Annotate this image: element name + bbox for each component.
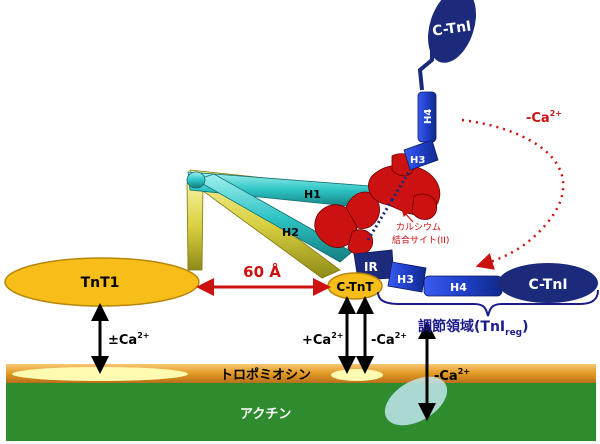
label-distance: 60 Å	[243, 262, 281, 281]
label-h2: H2	[282, 226, 299, 239]
label-regulatory-domain: 調節領域(TnIreg)	[418, 318, 529, 338]
label-minus-ca-center: -Ca2+	[371, 331, 407, 348]
label-tropomyosin: トロポミオシン	[220, 367, 311, 383]
red-protein-domain	[314, 153, 441, 255]
helix-joint	[186, 171, 206, 189]
tropomyosin-highlight-center	[331, 369, 383, 381]
actin-band	[6, 383, 596, 441]
label-h4-low: H4	[450, 281, 467, 294]
label-calcium-site-1: カルシウム	[396, 222, 441, 233]
calcium-site-pointer	[401, 209, 414, 223]
label-plus-ca: +Ca2+	[302, 331, 344, 348]
label-pm-ca: ±Ca2+	[108, 331, 150, 348]
label-ir: IR	[364, 260, 378, 274]
upper-c-tni-domain	[428, 0, 476, 63]
dotted-link-2	[390, 169, 412, 201]
label-h1: H1	[304, 188, 321, 201]
label-h4-top: H4	[423, 109, 434, 124]
label-tnt1: TnT1	[81, 275, 120, 291]
label-c-tnt: C-TnT	[336, 280, 374, 294]
label-minus-ca-top: -Ca2+	[526, 109, 562, 126]
label-calcium-site-2: 結合サイト(II)	[392, 234, 449, 246]
tropomyosin-highlight-left	[12, 367, 188, 381]
ca-release-arc	[461, 118, 565, 270]
lower-c-tni-domain	[498, 263, 598, 303]
lower-h3-helix	[387, 261, 427, 293]
upper-h3-helix	[403, 139, 439, 171]
label-minus-ca-bottom: -Ca2+	[434, 367, 470, 384]
label-c-tni-top: C-TnI	[431, 18, 472, 39]
label-h3-top: H3	[410, 155, 425, 166]
label-actin: アクチン	[240, 407, 291, 422]
label-c-tni-right: C-TnI	[528, 277, 567, 293]
regulatory-domain-bracket	[377, 289, 599, 317]
tnt-stalk-helix	[186, 182, 204, 271]
label-h3-low: H3	[397, 273, 414, 286]
